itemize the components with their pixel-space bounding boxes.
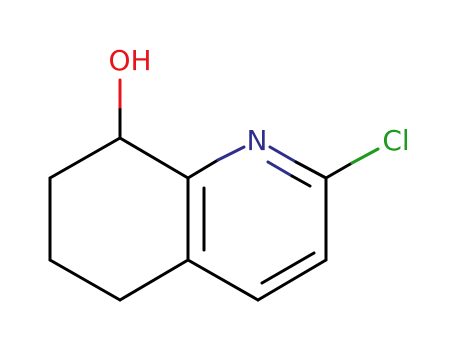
nitrogen-label: N — [247, 124, 268, 157]
bond-c5-c4a — [118, 258, 190, 302]
chlorine-label: Cl — [382, 124, 409, 157]
bond-c2-cl-chlorine-half — [350, 147, 380, 165]
bond-n-c2-carbon-half — [294, 160, 328, 180]
bond-c8-c7 — [48, 136, 122, 180]
hydroxyl-label: OH — [108, 44, 151, 77]
bond-n-c2-nitrogen-half — [268, 145, 298, 164]
bond-n-c2-inner-carbon — [290, 174, 312, 188]
bond-c6-c5 — [48, 258, 122, 302]
bond-n-c2-inner-nitrogen — [266, 160, 294, 178]
bond-c8a-n-nitrogen-half — [216, 145, 246, 162]
bond-c8-c8a — [118, 136, 190, 180]
bond-c4-c3-inner — [260, 251, 316, 285]
bond-c4a-c4 — [186, 258, 260, 302]
bond-c4-c3 — [256, 258, 328, 302]
bond-c2-cl-carbon-half — [324, 161, 354, 180]
bond-lines — [48, 136, 328, 302]
bond-c8a-n-carbon-half — [186, 158, 220, 180]
